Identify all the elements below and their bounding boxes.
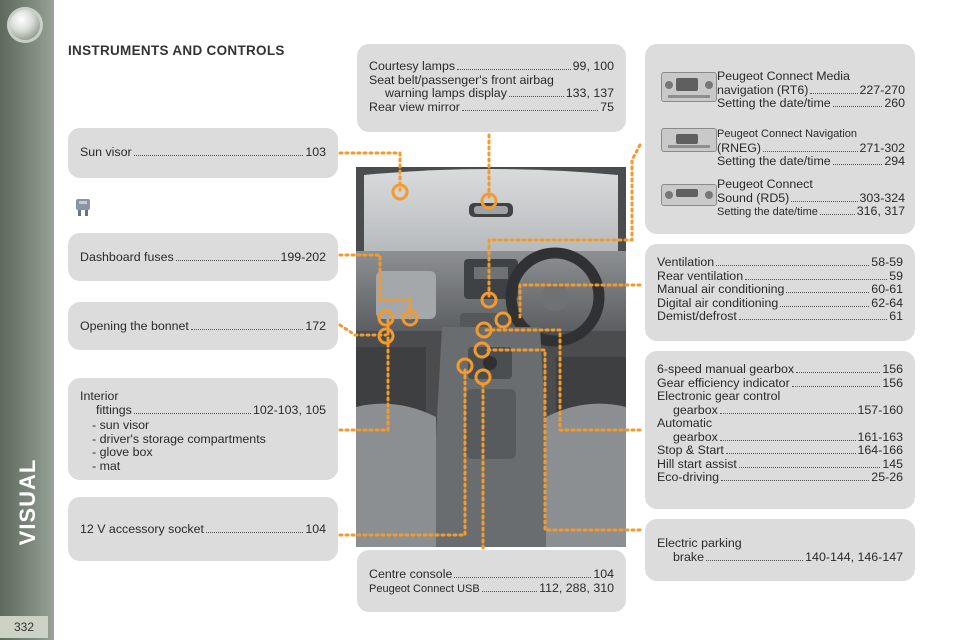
entry-pages: 99, 100 — [572, 59, 614, 73]
entry-label: Eco-driving — [657, 470, 719, 484]
rneg-unit-icon — [661, 128, 717, 152]
entry-label: navigation (RT6) — [717, 82, 809, 97]
entry-label: 12 V accessory socket — [80, 522, 204, 536]
entry-pages: 104 — [593, 567, 614, 581]
entry-pages: 61 — [889, 309, 903, 323]
entry-pages: 145 — [882, 456, 903, 471]
entry-label-cont: brake — [673, 549, 704, 564]
entry-pages: 140-144, 146-147 — [805, 549, 903, 564]
entry-pages: 164-166 — [857, 443, 903, 457]
entry-pages: 59 — [889, 268, 903, 283]
entry-pages: 156 — [882, 362, 903, 376]
entry-pages: 112, 288, 310 — [539, 580, 614, 595]
entry-label-cont: warning lamps display — [385, 86, 507, 100]
entry-label: Gear efficiency indicator — [657, 375, 790, 390]
entry-pages: 260 — [884, 96, 905, 110]
rd5-entry: Peugeot Connect Sound (RD5) 303-324 Setti… — [655, 177, 905, 228]
rneg-entry: Peugeot Connect Navigation (RNEG) 271-302… — [655, 128, 905, 178]
entry-label: Electric parking — [657, 536, 742, 550]
entry-pages: 104 — [305, 522, 326, 536]
entry-label: Setting the date/time — [717, 206, 818, 218]
entry-label: Rear view mirror — [369, 99, 460, 114]
rt6-entry: Peugeot Connect Media navigation (RT6) 22… — [655, 69, 905, 128]
interior-subitems: sun visor driver's storage compartments … — [80, 417, 326, 473]
entry-pages: 294 — [884, 154, 905, 168]
entry-pages: 75 — [600, 99, 614, 114]
entry-pages: 271-302 — [859, 140, 905, 155]
page-title: INSTRUMENTS AND CONTROLS — [68, 43, 285, 58]
entry-pages: 58-59 — [871, 255, 903, 269]
entry-label: (RNEG) — [717, 140, 762, 155]
ventilation-box[interactable]: Ventilation 58-59 Rear ventilation 59 Manu… — [645, 244, 915, 341]
bonnet-box[interactable]: Opening the bonnet 172 — [68, 302, 338, 350]
entry-pages: 199-202 — [280, 250, 326, 264]
fuse-icon — [76, 199, 90, 216]
entry-label: Sun visor — [80, 145, 132, 159]
entry-label: Demist/defrost — [657, 309, 737, 323]
entry-label: Manual air conditioning — [657, 282, 785, 296]
entry-label: Centre console — [369, 567, 453, 581]
entry-pages: 133, 137 — [565, 86, 614, 100]
entry-label: Sound (RD5) — [717, 190, 790, 205]
entry-label: Stop & Start — [657, 443, 724, 457]
entry-label: Dashboard fuses — [80, 250, 174, 264]
list-item: glove box — [92, 445, 326, 460]
interior-fittings-box[interactable]: Interior fittings 102-103, 105 sun visor … — [68, 378, 338, 480]
dashboard-fuses-box[interactable]: Dashboard fuses 199-202 — [68, 233, 338, 281]
entry-label: Setting the date/time — [717, 96, 831, 110]
entry-pages: 161-163 — [857, 429, 903, 444]
entry-pages: 157-160 — [857, 402, 903, 417]
page-number: 332 — [0, 616, 48, 638]
entry-label-cont: fittings — [96, 402, 132, 417]
courtesy-lamps-box[interactable]: Courtesy lamps 99, 100 Seat belt/passenge… — [357, 44, 626, 132]
entry-pages: 316, 317 — [856, 204, 905, 218]
entry-pages: 25-26 — [871, 470, 903, 484]
entry-pages: 303-324 — [859, 190, 905, 205]
audio-systems-box[interactable]: Peugeot Connect Media navigation (RT6) 22… — [645, 44, 915, 234]
entry-label: Opening the bonnet — [80, 319, 189, 333]
entry-label: Peugeot Connect USB — [369, 582, 480, 595]
rt6-unit-icon — [661, 72, 717, 102]
gearbox-box[interactable]: 6-speed manual gearbox 156 Gear efficienc… — [645, 351, 915, 509]
entry-label: Peugeot Connect Media — [717, 69, 850, 83]
entry-pages: 156 — [882, 375, 903, 390]
entry-pages: 102-103, 105 — [252, 402, 326, 417]
entry-pages: 227-270 — [859, 82, 905, 97]
centre-console-box[interactable]: Centre console 104 Peugeot Connect USB 112… — [357, 550, 626, 612]
entry-label: Rear ventilation — [657, 268, 744, 283]
round-logo-icon — [7, 7, 43, 43]
entry-label: Hill start assist — [657, 456, 737, 471]
list-item: driver's storage compartments — [92, 432, 326, 447]
entry-label: Ventilation — [657, 255, 715, 269]
entry-label: Courtesy lamps — [369, 59, 456, 73]
entry-label: Electronic gear control — [657, 389, 781, 403]
entry-label: Setting the date/time — [717, 154, 831, 168]
entry-label: Peugeot Connect — [717, 177, 813, 191]
parking-brake-box[interactable]: Electric parking brake 140-144, 146-147 — [645, 519, 915, 581]
entry-label: Peugeot Connect Navigation — [717, 128, 858, 140]
sun-visor-box[interactable]: Sun visor 103 — [68, 128, 338, 178]
list-item: mat — [92, 459, 326, 474]
entry-label-cont: gearbox — [673, 402, 718, 417]
accessory-socket-box[interactable]: 12 V accessory socket 104 — [68, 497, 338, 561]
entry-label-cont: gearbox — [673, 429, 718, 444]
entry-pages: 60-61 — [871, 282, 903, 296]
dashboard-illustration — [356, 167, 626, 547]
entry-pages: 172 — [305, 319, 326, 333]
section-title-vertical: VISUAL SEARCH — [15, 452, 80, 552]
entry-pages: 62-64 — [871, 295, 903, 310]
entry-label: Automatic — [657, 416, 713, 430]
sidebar: VISUAL SEARCH — [0, 0, 80, 640]
rd5-unit-icon — [661, 184, 717, 206]
entry-pages: 103 — [305, 145, 326, 159]
list-item: sun visor — [92, 418, 326, 433]
entry-label: 6-speed manual gearbox — [657, 362, 795, 376]
entry-label: Seat belt/passenger's front airbag — [369, 72, 554, 87]
entry-label: Digital air conditioning — [657, 295, 779, 310]
entry-label: Interior — [80, 389, 119, 403]
